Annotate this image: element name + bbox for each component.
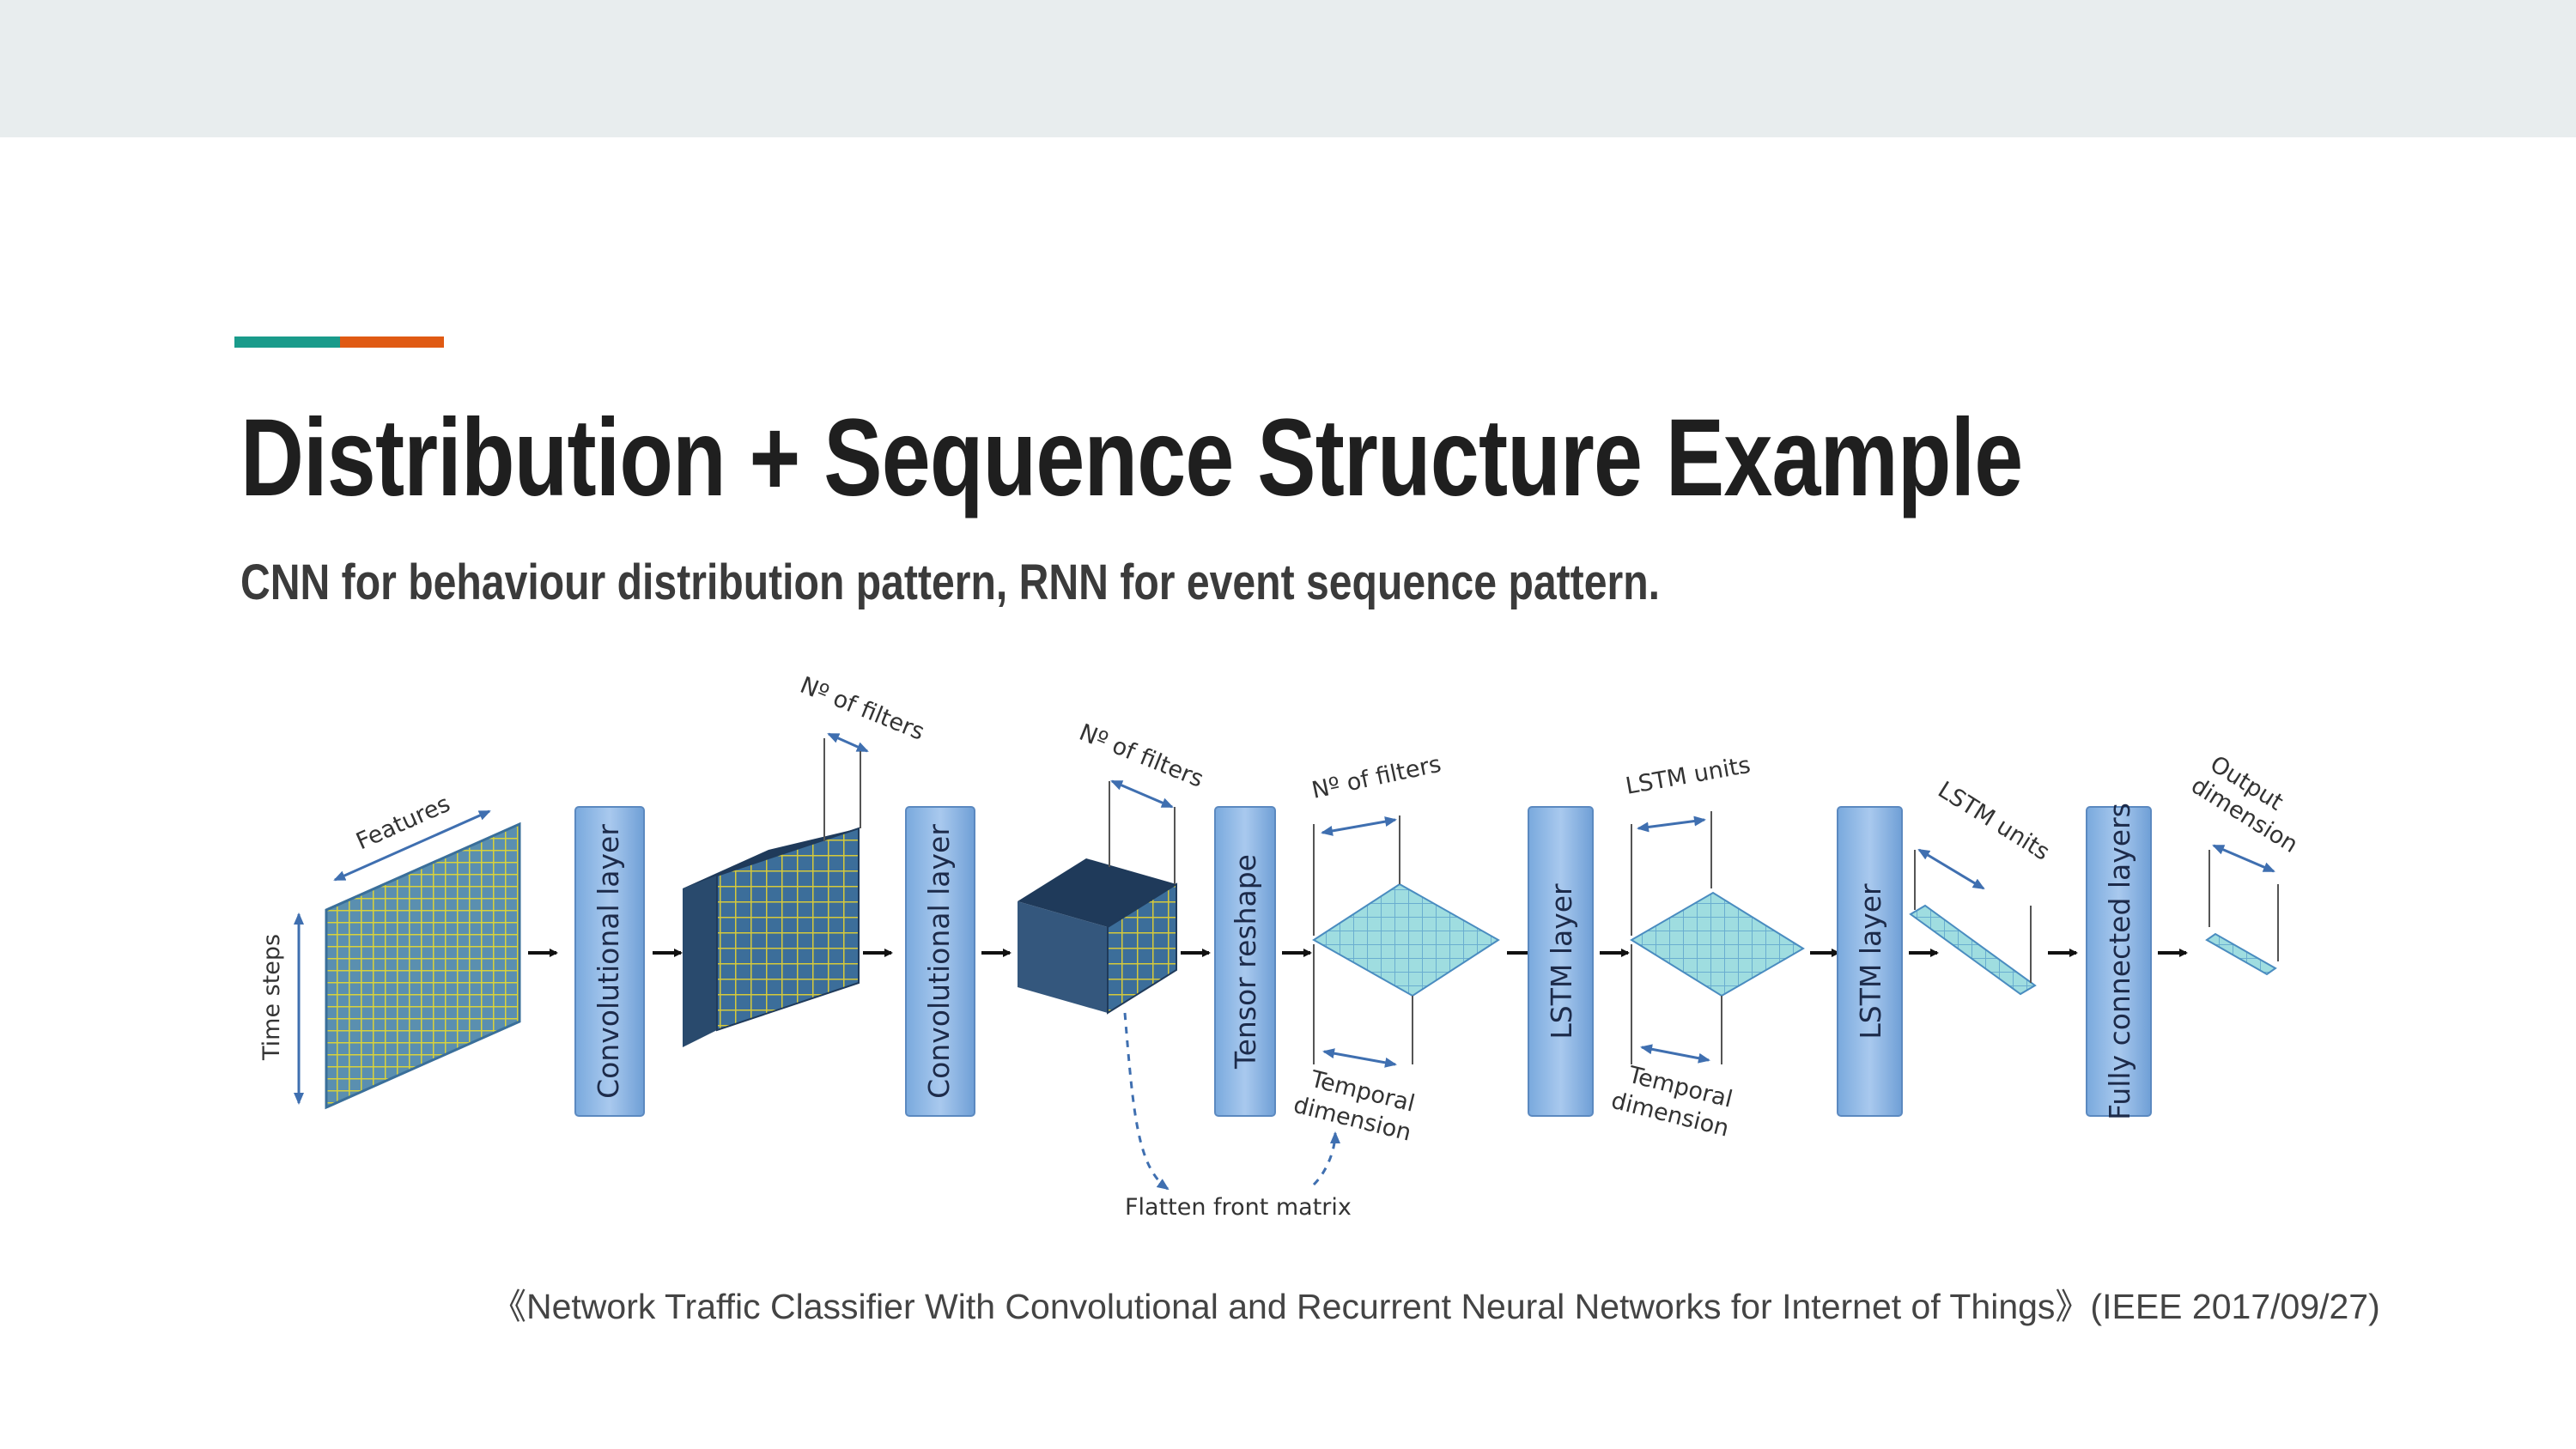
lstm-units-2-label: LSTM units (1933, 777, 2054, 866)
tensor-reshape-layer: Tensor reshape (1214, 806, 1276, 1117)
source-citation: 《Network Traffic Classifier With Convolu… (491, 1287, 2380, 1326)
lstm-layer-1: LSTM layer (1528, 806, 1594, 1117)
filters-1-label: Nº of filters (796, 672, 927, 746)
filters-2-dimension-arrow (1110, 779, 1174, 809)
reshaped-plane (1312, 882, 1500, 997)
accent-bar-orange (340, 336, 444, 348)
tensor-reshape-label: Tensor reshape (1229, 854, 1262, 1070)
output-vector (2205, 932, 2277, 976)
flatten-label: Flatten front matrix (1125, 1194, 1352, 1221)
flatten-dashed-arrow (1312, 1131, 1340, 1186)
cnn-rnn-architecture-diagram: Features Time steps Convolutional layer … (258, 672, 2302, 1221)
page-subtitle: CNN for behaviour distribution pattern, … (240, 555, 1660, 610)
fully-connected-layers: Fully connected layers (2086, 803, 2152, 1120)
fully-connected-label: Fully connected layers (2103, 803, 2136, 1120)
time-steps-label: Time steps (258, 934, 285, 1061)
features-dimension-arrow (333, 809, 491, 882)
features-label: Features (352, 791, 454, 856)
conv-layer-2: Convolutional layer (905, 806, 975, 1117)
conv-layer-2-label: Convolutional layer (922, 824, 956, 1099)
lstm-output-strip (1909, 904, 2037, 996)
flatten-dashed-arrow (1123, 1012, 1170, 1191)
accent-bar-teal (234, 336, 340, 348)
lstm-output-plane-1 (1630, 891, 1805, 997)
filters-1-dimension-arrow (827, 732, 869, 753)
lstm-layer-2-label: LSTM layer (1854, 883, 1887, 1040)
lstm-layer-2: LSTM layer (1837, 806, 1903, 1117)
conv-layer-1: Convolutional layer (574, 806, 645, 1117)
filters-3-label: Nº of filters (1309, 751, 1443, 804)
filters-3-dimension-arrow (1321, 816, 1397, 836)
feature-map-block-1 (683, 827, 860, 1047)
conv-layer-1-label: Convolutional layer (592, 824, 625, 1099)
temporal-1-dimension-arrow (1322, 1048, 1397, 1068)
feature-map-block-2 (1018, 858, 1177, 1015)
output-dimension-arrow (2212, 844, 2275, 873)
lstm-units-1-label: LSTM units (1624, 752, 1753, 800)
temporal-2-dimension-arrow (1640, 1044, 1710, 1064)
page-title: Distribution + Sequence Structure Exampl… (240, 397, 2023, 519)
lstm-units-2-dimension-arrow (1917, 848, 1985, 890)
lstm-units-1-dimension-arrow (1637, 815, 1706, 833)
lstm-layer-1-label: LSTM layer (1545, 883, 1578, 1040)
filters-2-label: Nº of filters (1075, 719, 1206, 793)
header-band (0, 0, 2576, 137)
input-matrix (325, 822, 521, 1110)
